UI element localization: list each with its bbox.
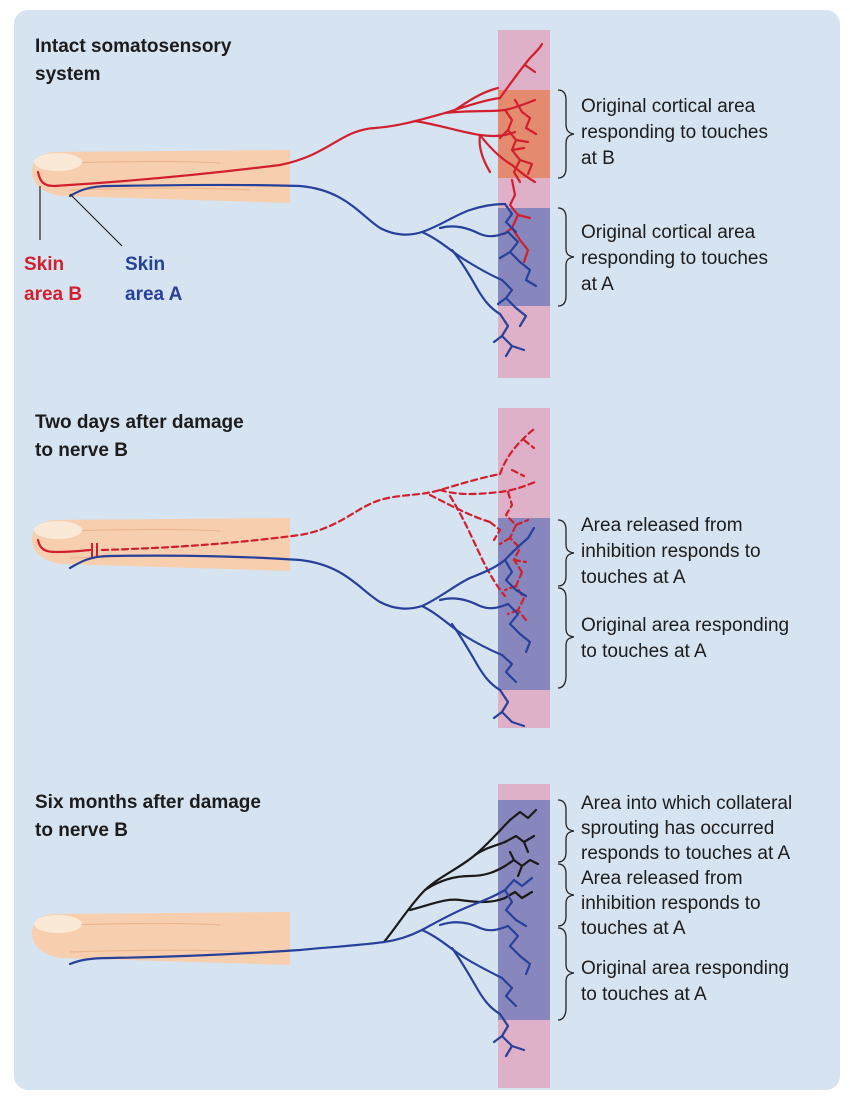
- brace-released-area: [558, 520, 574, 586]
- note-original-area-b: Original cortical area responding to tou…: [581, 96, 773, 169]
- nerve-a-3: [70, 878, 532, 1056]
- note-released-area: Area released from inhibition responds t…: [581, 515, 766, 588]
- cortex-strip-2: [498, 408, 550, 728]
- brace-released-area-3: [558, 864, 574, 926]
- note-released-area-3: Area released from inhibition responds t…: [581, 868, 766, 939]
- brace-original-area: [558, 588, 574, 688]
- fingernail: [34, 153, 82, 171]
- finger-2: [32, 518, 290, 571]
- brace-area-a: [558, 208, 574, 306]
- fingernail: [34, 521, 82, 539]
- panel-two-days: Two days after damage to nerve B: [32, 408, 794, 728]
- note-original-area-a: Original cortical area responding to tou…: [581, 222, 773, 295]
- note-original-area-3: Original area responding to touches at A: [581, 958, 794, 1005]
- skin-area-a-label: Skin area A: [125, 254, 183, 305]
- brace-area-b: [558, 90, 574, 178]
- note-original-area: Original area responding to touches at A: [581, 615, 794, 662]
- fingernail: [34, 915, 82, 933]
- cortex-strip-3: [498, 784, 550, 1088]
- panel-3-title: Six months after damage to nerve B: [35, 792, 266, 841]
- brace-sprouting-area: [558, 800, 574, 862]
- panel-2-title: Two days after damage to nerve B: [35, 412, 249, 461]
- panel-six-months: Six months after damage to nerve B: [32, 784, 798, 1088]
- skin-area-b-label: Skin area B: [24, 254, 82, 305]
- panel-1-title: Intact somatosensory system: [35, 36, 237, 85]
- panel-intact: Intact somatosensory system: [24, 30, 773, 378]
- brace-original-area-3: [558, 928, 574, 1020]
- note-sprouting-area: Area into which collateral sprouting has…: [581, 793, 798, 864]
